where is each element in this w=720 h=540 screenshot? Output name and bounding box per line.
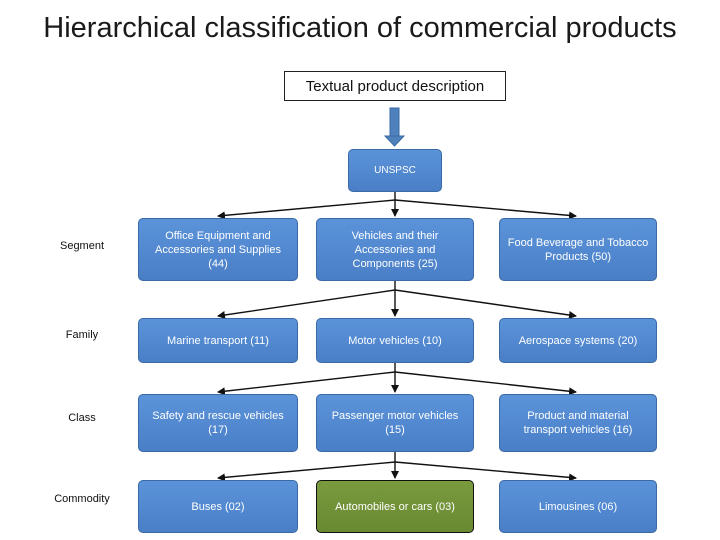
slide-title: Hierarchical classification of commercia…: [43, 12, 677, 44]
level-label-class: Class: [68, 412, 96, 424]
node-segment-vehicles: Vehicles and their Accessories and Compo…: [316, 218, 474, 281]
connector-root-to-segment: [217, 192, 577, 220]
node-commodity-automobiles-highlighted: Automobiles or cars (03): [316, 480, 474, 533]
connector-segment-to-family: [217, 281, 577, 319]
level-label-family: Family: [65, 329, 99, 341]
node-family-aerospace-systems: Aerospace systems (20): [499, 318, 657, 363]
connector-class-to-commodity: [217, 452, 577, 482]
node-class-passenger-motor: Passenger motor vehicles (15): [316, 394, 474, 452]
node-unspsc: UNSPSC: [348, 149, 442, 192]
node-commodity-buses: Buses (02): [138, 480, 298, 533]
textual-product-description-box: Textual product description: [284, 71, 506, 101]
node-family-marine-transport: Marine transport (11): [138, 318, 298, 363]
connector-family-to-class: [217, 363, 577, 396]
level-label-segment: Segment: [59, 240, 105, 252]
node-segment-food-beverage: Food Beverage and Tobacco Products (50): [499, 218, 657, 281]
node-class-safety-rescue: Safety and rescue vehicles (17): [138, 394, 298, 452]
big-down-arrow-icon: [383, 107, 406, 147]
node-family-motor-vehicles: Motor vehicles (10): [316, 318, 474, 363]
level-label-commodity: Commodity: [54, 493, 110, 505]
node-class-material-transport: Product and material transport vehicles …: [499, 394, 657, 452]
node-segment-office-equipment: Office Equipment and Accessories and Sup…: [138, 218, 298, 281]
node-commodity-limousines: Limousines (06): [499, 480, 657, 533]
